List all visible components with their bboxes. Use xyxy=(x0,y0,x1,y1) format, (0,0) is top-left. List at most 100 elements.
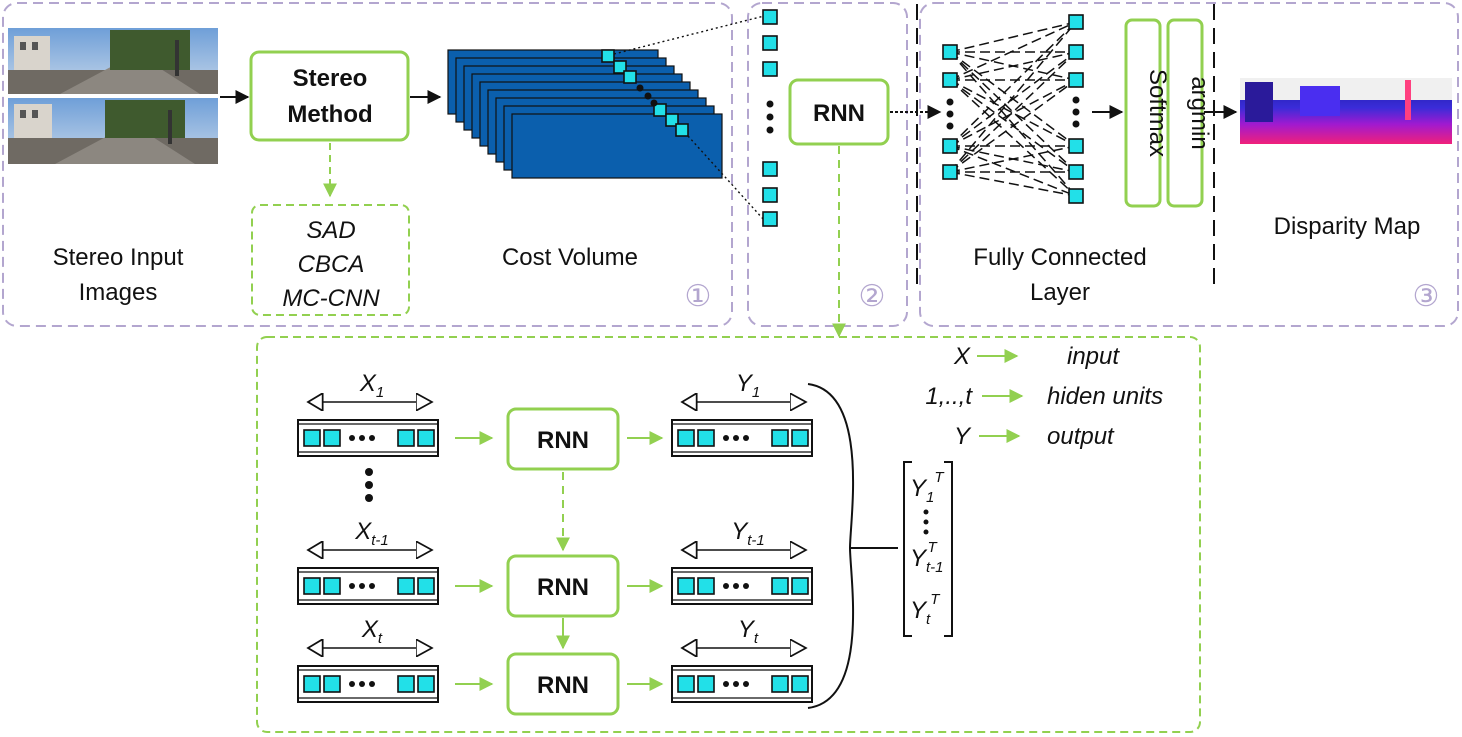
disparity-map-label: Disparity Map xyxy=(1274,213,1421,240)
matrix-right-bracket xyxy=(944,461,953,637)
fc-input-node xyxy=(942,72,958,88)
rnn-box-top xyxy=(788,78,890,146)
vector-cell xyxy=(791,429,809,447)
panel-marker-2: ② xyxy=(859,280,886,313)
matrix-left-bracket xyxy=(903,461,912,637)
fc-output-node xyxy=(1068,164,1084,180)
input-ellipsis-dots xyxy=(365,468,373,502)
cost-volume-cell xyxy=(623,70,637,84)
cost-volume-dot xyxy=(636,84,644,92)
rnn-box xyxy=(506,554,620,618)
vector-cell xyxy=(397,429,415,447)
vector-dot xyxy=(733,681,739,687)
softmax-box xyxy=(1124,18,1162,208)
vector-dot xyxy=(743,583,749,589)
cost-volume-cell xyxy=(653,103,667,117)
vector-cell xyxy=(771,577,789,595)
rnn-box xyxy=(506,652,620,716)
vector-dot xyxy=(349,583,355,589)
fc-output-node xyxy=(1068,72,1084,88)
fc-input-node xyxy=(942,44,958,60)
method-cbca: CBCA xyxy=(298,251,365,278)
rnn-input-cell xyxy=(762,211,778,227)
vector-cell xyxy=(397,675,415,693)
output-matrix: Y1T Yt-1T YtT xyxy=(903,461,953,637)
fc-connection xyxy=(949,21,1077,147)
vector-dot xyxy=(733,435,739,441)
argmin-box xyxy=(1166,18,1204,208)
vector-cell xyxy=(677,577,695,595)
vector-cell xyxy=(303,577,321,595)
vector-dot xyxy=(349,435,355,441)
panel-marker-1: ① xyxy=(685,280,712,313)
matrix-entry-1: Y1T xyxy=(910,469,945,506)
legend-meaning-hidden: hiden units xyxy=(1047,383,1163,410)
vector-cell xyxy=(791,675,809,693)
fc-input-node xyxy=(942,164,958,180)
fc-label-1: Fully Connected xyxy=(973,244,1146,271)
legend-meaning-output: output xyxy=(1047,423,1115,450)
fc-input-node xyxy=(942,138,958,154)
fc-connection xyxy=(949,79,1077,147)
fc-label-2: Layer xyxy=(1030,279,1090,306)
fc-connection xyxy=(949,79,1077,173)
legend-symbol-x: X xyxy=(953,343,971,370)
input-vector xyxy=(297,567,439,605)
vector-cell xyxy=(771,675,789,693)
vector-cell xyxy=(323,429,341,447)
cost-volume-dot xyxy=(650,99,658,107)
vector-cell xyxy=(417,577,435,595)
vector-dot xyxy=(733,583,739,589)
vector-cell xyxy=(303,429,321,447)
vector-cell xyxy=(323,675,341,693)
stereo-method-label-2: Method xyxy=(287,101,372,128)
vector-cell xyxy=(323,577,341,595)
cost-volume-slice xyxy=(511,113,723,179)
fc-connection xyxy=(949,21,1077,173)
vector-cell xyxy=(397,577,415,595)
rnn-input-cell xyxy=(762,9,778,25)
output-label: Yt xyxy=(738,616,759,647)
cost-volume-cell xyxy=(613,60,627,74)
cost-volume-dot xyxy=(644,92,652,100)
fc-input-dot xyxy=(946,98,954,106)
vector-dot xyxy=(723,583,729,589)
method-mc-cnn: MC-CNN xyxy=(282,285,380,312)
rnn-input-cell xyxy=(762,187,778,203)
vector-dot xyxy=(743,681,749,687)
vector-dot xyxy=(369,583,375,589)
panel-3-frame xyxy=(919,2,1459,327)
rnn-label-top: RNN xyxy=(813,100,865,127)
rnn-label: RNN xyxy=(537,672,589,699)
output-label: Y1 xyxy=(736,370,760,401)
stereo-image-left xyxy=(8,28,218,94)
rnn-box xyxy=(506,407,620,471)
fc-connection xyxy=(949,79,1077,147)
rnn-cell-column xyxy=(762,9,778,227)
cost-volume-cell xyxy=(665,113,679,127)
legend: X input 1,..,t hiden units Y output xyxy=(925,343,1163,450)
vector-cell xyxy=(677,429,695,447)
method-sad: SAD xyxy=(306,217,355,244)
vector-cell xyxy=(697,675,715,693)
vector-cell xyxy=(697,577,715,595)
legend-symbol-hidden: 1,..,t xyxy=(925,383,973,410)
rnn-input-dot xyxy=(766,100,774,108)
stereo-input-label-2: Images xyxy=(79,279,158,306)
input-vector xyxy=(297,665,439,703)
fc-connection xyxy=(949,51,1077,197)
rnn-input-cell xyxy=(762,161,778,177)
rnn-input-dot xyxy=(766,126,774,134)
fc-connection xyxy=(949,145,1077,197)
vector-dot xyxy=(723,681,729,687)
input-vector xyxy=(297,419,439,457)
cost-volume-cell xyxy=(675,123,689,137)
vector-cell xyxy=(417,429,435,447)
guide-line-top xyxy=(613,15,765,55)
fc-output-dot xyxy=(1072,108,1080,116)
vector-dot xyxy=(369,681,375,687)
fc-output-node xyxy=(1068,138,1084,154)
fc-connection xyxy=(949,51,1077,173)
